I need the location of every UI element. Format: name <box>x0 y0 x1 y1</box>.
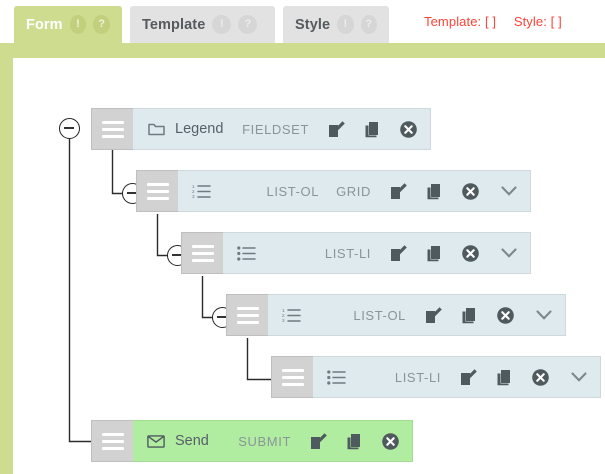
tree-row-send[interactable]: Send SUBMIT <box>91 420 413 462</box>
svg-text:1: 1 <box>282 308 285 313</box>
hamburger-icon <box>191 244 214 262</box>
svg-text:3: 3 <box>282 318 285 323</box>
edit-icon[interactable] <box>388 243 409 264</box>
row-body: LIST-LI <box>223 232 531 274</box>
tab-style-alert-badge[interactable]: ! <box>337 15 354 34</box>
tree-row-list-ol-2[interactable]: 1 2 3 LIST-OL <box>226 294 566 336</box>
hamburger-icon <box>281 368 304 386</box>
row-body: LIST-LI <box>313 356 601 398</box>
row-body: Send SUBMIT <box>133 420 413 462</box>
tab-template-alert-badge[interactable]: ! <box>212 15 232 34</box>
drag-handle[interactable] <box>91 108 133 150</box>
edit-icon[interactable] <box>458 367 479 388</box>
row-type-label: SUBMIT <box>238 433 291 449</box>
row-type-label: LIST-OL <box>266 183 320 199</box>
tab-form-help-badge[interactable]: ? <box>93 15 110 34</box>
copy-icon[interactable] <box>459 305 480 326</box>
unordered-list-icon <box>326 367 346 387</box>
form-tree-canvas: Legend FIELDSET 1 2 3 <box>13 58 605 474</box>
tab-form-label: Form <box>26 16 63 33</box>
svg-text:1: 1 <box>192 184 195 189</box>
row-type-label: LIST-LI <box>324 245 371 261</box>
svg-text:2: 2 <box>282 313 285 318</box>
copy-icon[interactable] <box>424 243 445 264</box>
row-body: Legend FIELDSET <box>133 108 431 150</box>
tree-row-list-li-1[interactable]: LIST-LI <box>181 232 531 274</box>
row-subtype-label: GRID <box>336 183 371 199</box>
chevron-down-icon[interactable] <box>499 181 519 201</box>
ordered-list-icon: 1 2 3 <box>281 305 301 325</box>
row-body: 1 2 3 LIST-OL <box>268 294 566 336</box>
row-type-label: LIST-LI <box>394 369 441 385</box>
drag-handle[interactable] <box>136 170 178 212</box>
tab-template[interactable]: Template ! ? <box>130 6 275 43</box>
collapse-toggle-legend[interactable] <box>59 118 80 139</box>
edit-icon[interactable] <box>423 305 444 326</box>
copy-icon[interactable] <box>494 367 515 388</box>
folder-icon <box>146 119 166 139</box>
delete-icon[interactable] <box>460 181 481 202</box>
tab-style-help-badge[interactable]: ? <box>360 15 377 34</box>
envelope-icon <box>146 431 166 451</box>
delete-icon[interactable] <box>530 367 551 388</box>
tree-row-list-li-2[interactable]: LIST-LI <box>271 356 601 398</box>
delete-icon[interactable] <box>460 243 481 264</box>
edit-icon[interactable] <box>326 119 347 140</box>
tab-form-alert-badge[interactable]: ! <box>69 15 87 34</box>
delete-icon[interactable] <box>398 119 419 140</box>
hamburger-icon <box>101 120 124 138</box>
hamburger-icon <box>101 432 124 450</box>
tab-style-label: Style <box>295 16 331 33</box>
drag-handle[interactable] <box>91 420 133 462</box>
copy-icon[interactable] <box>344 431 365 452</box>
ordered-list-icon: 1 2 3 <box>191 181 211 201</box>
chevron-down-icon[interactable] <box>499 243 519 263</box>
row-label: Send <box>175 433 209 449</box>
row-type-label: LIST-OL <box>353 307 406 323</box>
row-body: 1 2 3 LIST-OL GRID <box>178 170 531 212</box>
delete-icon[interactable] <box>495 305 516 326</box>
hamburger-icon <box>236 306 259 324</box>
edit-icon[interactable] <box>388 181 409 202</box>
svg-text:3: 3 <box>192 194 195 199</box>
accent-bar-top <box>0 43 605 58</box>
edit-icon[interactable] <box>308 431 329 452</box>
tab-bar: Form ! ? Template ! ? Style ! ? Template… <box>0 0 605 43</box>
status-line: Template: [ ] Style: [ ] <box>424 14 576 29</box>
copy-icon[interactable] <box>362 119 383 140</box>
tree-row-list-ol-grid[interactable]: 1 2 3 LIST-OL GRID <box>136 170 531 212</box>
status-style: Style: [ ] <box>513 14 562 29</box>
drag-handle[interactable] <box>271 356 313 398</box>
hamburger-icon <box>146 182 169 200</box>
row-type-label: FIELDSET <box>242 121 309 137</box>
copy-icon[interactable] <box>424 181 445 202</box>
unordered-list-icon <box>236 243 256 263</box>
chevron-down-icon[interactable] <box>534 305 554 325</box>
drag-handle[interactable] <box>226 294 268 336</box>
tree-row-legend[interactable]: Legend FIELDSET <box>91 108 431 150</box>
svg-text:2: 2 <box>192 189 195 194</box>
tab-style[interactable]: Style ! ? <box>283 6 389 43</box>
chevron-down-icon[interactable] <box>569 367 589 387</box>
status-template: Template: [ ] <box>424 14 497 29</box>
tab-template-label: Template <box>142 16 206 33</box>
row-label: Legend <box>175 121 224 137</box>
drag-handle[interactable] <box>181 232 223 274</box>
delete-icon[interactable] <box>380 431 401 452</box>
accent-bar-left <box>0 43 13 474</box>
tab-template-help-badge[interactable]: ? <box>238 15 258 34</box>
tab-form[interactable]: Form ! ? <box>14 6 122 43</box>
